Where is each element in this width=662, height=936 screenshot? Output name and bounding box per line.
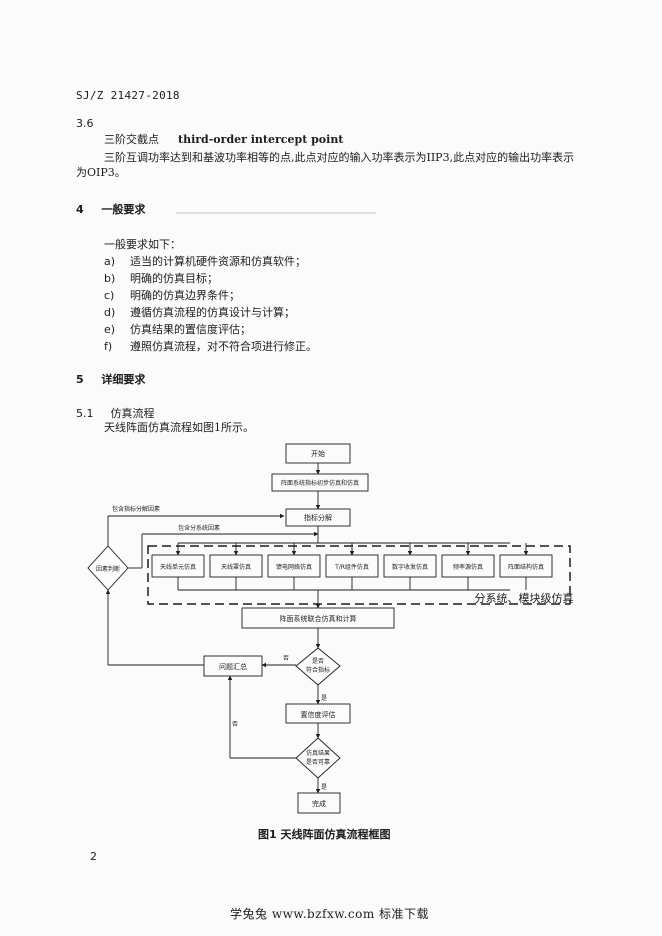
subsystem-group-border: [147, 545, 571, 605]
requirement-item: e) 仿真结果的置信度评估；: [104, 321, 251, 337]
factor-label-1: 包含指标分解因素: [112, 505, 160, 513]
no-label-1: 否: [283, 655, 289, 662]
requirement-item: f) 遵照仿真流程，对不符合项进行修正。: [104, 338, 317, 354]
requirement-marker: c): [104, 289, 115, 302]
section-4-number: 4: [76, 203, 84, 216]
cause-decision: [87, 545, 129, 591]
subsystem-label: 数字收发仿真: [392, 563, 428, 571]
decompose-label: 指标分解: [304, 513, 332, 522]
requirement-item: c) 明确的仿真边界条件；: [104, 287, 240, 303]
requirement-text: 适当的计算机硬件资源和仿真软件；: [130, 255, 306, 268]
yes-label-2: 是: [321, 784, 327, 791]
term-entry: 三阶交截点 third-order intercept point: [104, 131, 343, 148]
section-5-1-intro: 天线阵面仿真流程如图1所示。: [104, 421, 254, 434]
section-3-6-number: 3.6: [76, 117, 94, 130]
section-4-heading: 4 一般要求: [76, 201, 145, 217]
decision1-line2: 符合指标: [306, 666, 330, 674]
scan-noise: [176, 212, 376, 214]
subsystem-box: [499, 554, 553, 578]
start-label: 开始: [311, 449, 325, 458]
requirement-text: 遵照仿真流程，对不符合项进行修正。: [130, 340, 317, 353]
cause-label: 因素判断: [96, 565, 120, 573]
figure-caption: 图1 天线阵面仿真流程框图: [258, 828, 391, 841]
subsystem-label: 频率源仿真: [453, 563, 483, 571]
section-5-number: 5: [76, 373, 84, 386]
preliminary-box: [271, 473, 369, 492]
done-box: [297, 792, 341, 814]
requirement-item: b) 明确的仿真目标；: [104, 270, 218, 286]
subsystem-group-label: 分系统、模块级仿真: [475, 591, 574, 605]
term-definition-line2: 为OIP3。: [76, 166, 126, 179]
section-5-title: 详细要求: [101, 373, 146, 386]
subsystem-box: [325, 554, 379, 578]
requirement-item: d) 遵循仿真流程的仿真设计与计算；: [104, 304, 295, 320]
section-5-1-number: 5.1: [76, 407, 94, 420]
summary-label: 问题汇总: [219, 662, 247, 671]
subsystem-box: [267, 554, 321, 578]
subsystem-label: 天线单元仿真: [160, 563, 196, 571]
summary-box: [203, 655, 263, 677]
decision-meets-spec: [295, 647, 341, 686]
requirement-marker: e): [104, 323, 116, 336]
yes-label-1: 是: [321, 695, 327, 702]
requirement-text: 明确的仿真边界条件；: [130, 289, 240, 302]
preliminary-label: 阵面系统指标初步仿真和仿真: [281, 479, 359, 487]
requirement-text: 仿真结果的置信度评估；: [130, 323, 251, 336]
standard-code: SJ/Z 21427-2018: [76, 89, 180, 102]
footer-watermark: 学兔兔 www.bzfxw.com 标准下载: [230, 907, 430, 921]
subsystem-label: T/R组件仿真: [334, 563, 369, 571]
subsystem-label: 阵面结构仿真: [508, 563, 544, 571]
subsystem-box: [209, 554, 263, 578]
factor-label-2: 包含分系统因素: [178, 524, 220, 532]
term-english: third-order intercept point: [178, 133, 344, 146]
done-label: 完成: [312, 799, 326, 808]
subsystem-label: 天线罩仿真: [221, 563, 251, 571]
section-4-title: 一般要求: [101, 203, 146, 216]
requirement-text: 遵循仿真流程的仿真设计与计算；: [130, 306, 295, 319]
decision2-line1: 仿真结果: [306, 749, 330, 757]
joint-sim-label: 阵面系统联合仿真和计算: [280, 614, 357, 623]
general-requirements-intro: 一般要求如下：: [104, 238, 181, 251]
requirement-marker: a): [104, 255, 116, 268]
page-number: 2: [90, 850, 97, 863]
decision2-line2: 是否可靠: [306, 758, 330, 766]
requirement-text: 明确的仿真目标；: [130, 272, 218, 285]
requirement-marker: b): [104, 272, 116, 285]
no-label-2: 否: [232, 721, 238, 728]
subsystem-box: [383, 554, 437, 578]
term-definition-line1: 三阶互调功率达到和基波功率相等的点,此点对应的输入功率表示为IIP3,此点对应的…: [104, 151, 575, 164]
section-5-heading: 5 详细要求: [76, 371, 145, 387]
section-5-1-heading: 5.1 仿真流程: [76, 405, 155, 421]
confidence-box: [285, 703, 351, 724]
section-5-1-title: 仿真流程: [110, 407, 155, 420]
joint-sim-box: [241, 607, 395, 629]
subsystem-label: 馈电网络仿真: [276, 563, 312, 571]
requirement-item: a) 适当的计算机硬件资源和仿真软件；: [104, 253, 306, 269]
decision-reliable: [295, 737, 341, 779]
requirement-marker: f): [104, 340, 113, 353]
decision1-line1: 是否: [312, 658, 324, 665]
decompose-box: [285, 508, 351, 527]
subsystem-boxes: 天线单元仿真 天线罩仿真 馈电网络仿真 T/R组件仿真 数字收发仿真 频率源仿真 阵面结构仿…: [151, 543, 553, 590]
start-box: [285, 443, 351, 464]
subsystem-box: [441, 554, 495, 578]
confidence-label: 置信度评估: [301, 710, 336, 719]
requirement-marker: d): [104, 306, 116, 319]
term-chinese: 三阶交截点: [104, 133, 159, 146]
subsystem-box: [151, 554, 205, 578]
